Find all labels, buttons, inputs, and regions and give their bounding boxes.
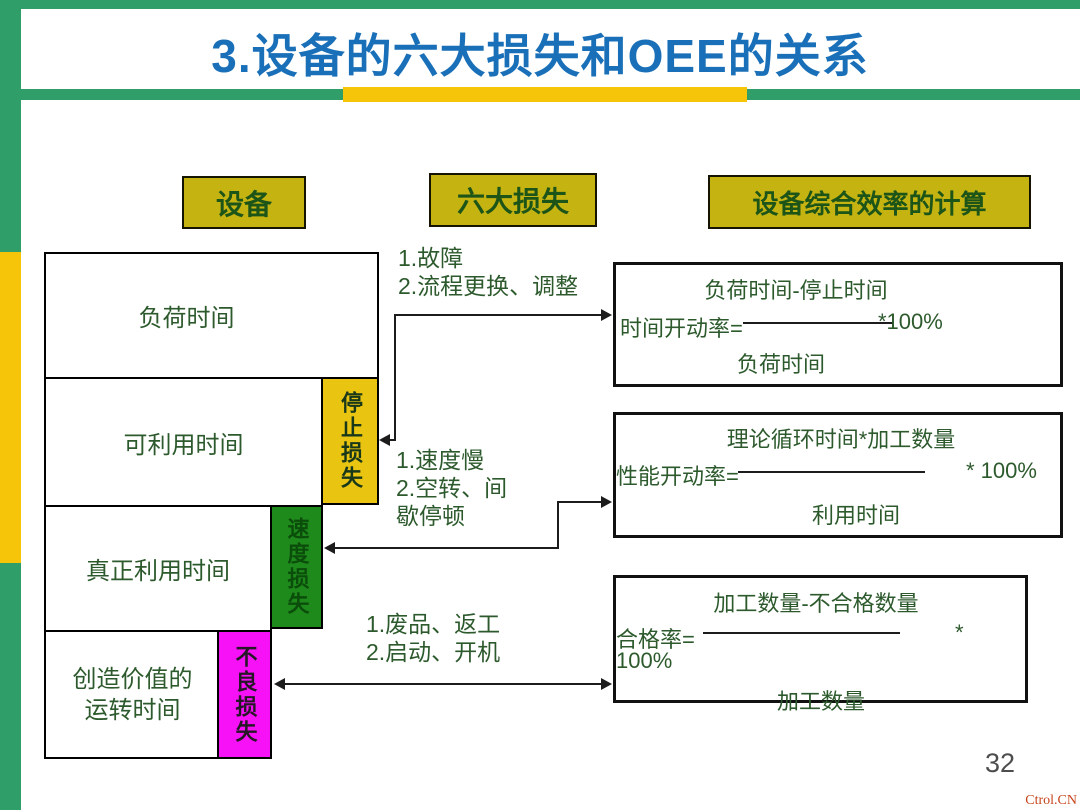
- connector-segment: [284, 683, 602, 685]
- arrowhead-left-icon: [274, 678, 285, 690]
- arrowhead-right-icon: [601, 678, 612, 690]
- formula-denominator: 负荷时间: [736, 352, 825, 377]
- box-available-time: 可利用时间: [44, 377, 323, 507]
- top-accent-bar: [0, 0, 1080, 9]
- connector-segment: [394, 314, 602, 316]
- annotation-line: 歇停顿: [396, 503, 465, 529]
- arrowhead-left-icon: [379, 434, 390, 446]
- formula-box-performance-rate: 理论循环时间*加工数量 性能开动率= * 100% 利用时间: [613, 412, 1063, 538]
- formula-box-quality-rate: 加工数量-不合格数量 合格率= * 100% 加工数量: [613, 575, 1028, 714]
- loss-strip-defect-loss: 不良损失: [217, 630, 272, 759]
- fraction-line: [738, 471, 925, 473]
- annotation-line: 1.速度慢: [396, 447, 485, 473]
- formula-multiplier: * 100%: [966, 458, 1037, 483]
- watermark-text: Ctrol.CN: [1025, 793, 1077, 808]
- title-separator-yellow: [343, 87, 747, 102]
- page-number: 32: [985, 748, 1016, 778]
- annotation-speed-losses: 1.速度慢 2.空转、间 歇停顿: [396, 446, 507, 530]
- formula-numerator: 负荷时间-停止时间: [704, 278, 888, 303]
- arrowhead-right-icon: [601, 496, 612, 508]
- header-oee-calculation: 设备综合效率的计算: [708, 175, 1031, 229]
- fraction-line: [703, 632, 900, 634]
- formula-box-availability-rate: 负荷时间-停止时间 时间开动率= *100% 负荷时间: [613, 262, 1063, 387]
- arrowhead-right-icon: [601, 309, 612, 321]
- annotation-line: 1.故障: [398, 245, 464, 271]
- box-value-creating-time-label: 创造价值的运转时间: [72, 665, 193, 724]
- annotation-breakdown-losses: 1.故障 2.流程更换、调整: [398, 244, 578, 300]
- annotation-line: 2.启动、开机: [366, 639, 501, 665]
- formula-denominator: 利用时间: [811, 503, 900, 528]
- formula-lhs: 合格率=: [616, 627, 695, 652]
- formula-denominator: 加工数量: [776, 689, 865, 714]
- connector-segment: [557, 501, 602, 503]
- box-value-creating-time: 创造价值的运转时间: [44, 630, 221, 759]
- connector-segment: [394, 314, 396, 441]
- formula-multiplier-star: *: [955, 620, 964, 645]
- page-title: 3.设备的六大损失和OEE的关系: [211, 30, 869, 82]
- formula-multiplier-percent: 100%: [616, 648, 673, 673]
- annotation-line: 1.废品、返工: [366, 611, 501, 637]
- arrowhead-left-icon: [324, 542, 335, 554]
- fraction-line: [743, 322, 893, 324]
- annotation-line: 2.流程更换、调整: [398, 273, 579, 299]
- header-six-losses: 六大损失: [429, 173, 597, 227]
- formula-lhs: 性能开动率=: [616, 464, 739, 489]
- connector-segment: [389, 439, 396, 441]
- connector-segment: [334, 547, 559, 549]
- formula-multiplier: *100%: [878, 309, 943, 334]
- connector-segment: [557, 501, 559, 549]
- formula-numerator: 加工数量-不合格数量: [713, 591, 919, 616]
- box-actual-use-time: 真正利用时间: [44, 505, 272, 632]
- annotation-line: 2.空转、间: [396, 475, 508, 501]
- loss-strip-stop-loss: 停止损失: [321, 377, 379, 505]
- loss-strip-speed-loss: 速度损失: [270, 505, 323, 629]
- header-equipment: 设备: [182, 176, 306, 229]
- formula-numerator: 理论循环时间*加工数量: [726, 427, 956, 452]
- annotation-defect-losses: 1.废品、返工 2.启动、开机: [366, 610, 500, 666]
- box-load-time: 负荷时间: [44, 252, 379, 379]
- formula-lhs: 时间开动率=: [620, 316, 743, 341]
- left-accent-bar-yellow-segment: [0, 252, 21, 563]
